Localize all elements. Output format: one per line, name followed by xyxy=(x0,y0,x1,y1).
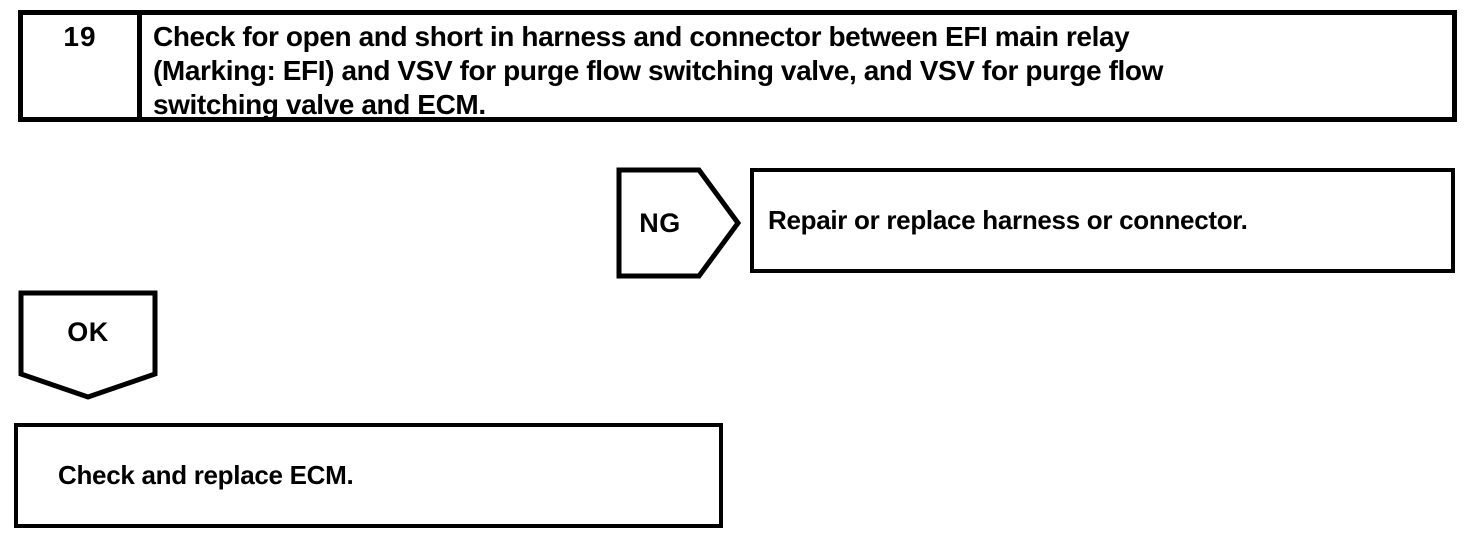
ok-action-box: Check and replace ECM. xyxy=(14,423,723,528)
instruction-line-3: switching valve and ECM. xyxy=(153,89,486,120)
ng-label: NG xyxy=(639,207,681,238)
instruction-line-2: (Marking: EFI) and VSV for purge flow sw… xyxy=(153,55,1163,86)
ng-action-box: Repair or replace harness or connector. xyxy=(750,168,1455,273)
ok-action-text: Check and replace ECM. xyxy=(58,460,354,490)
step-instruction-text: Check for open and short in harness and … xyxy=(142,15,1452,120)
instruction-line-1: Check for open and short in harness and … xyxy=(153,21,1130,52)
step-number: 19 xyxy=(23,15,142,117)
ok-label: OK xyxy=(67,316,109,347)
ok-arrow-shape xyxy=(18,290,158,400)
step-instruction-box: 19 Check for open and short in harness a… xyxy=(18,10,1457,122)
ng-action-text: Repair or replace harness or connector. xyxy=(768,205,1248,235)
ng-arrow-shape xyxy=(616,167,742,279)
